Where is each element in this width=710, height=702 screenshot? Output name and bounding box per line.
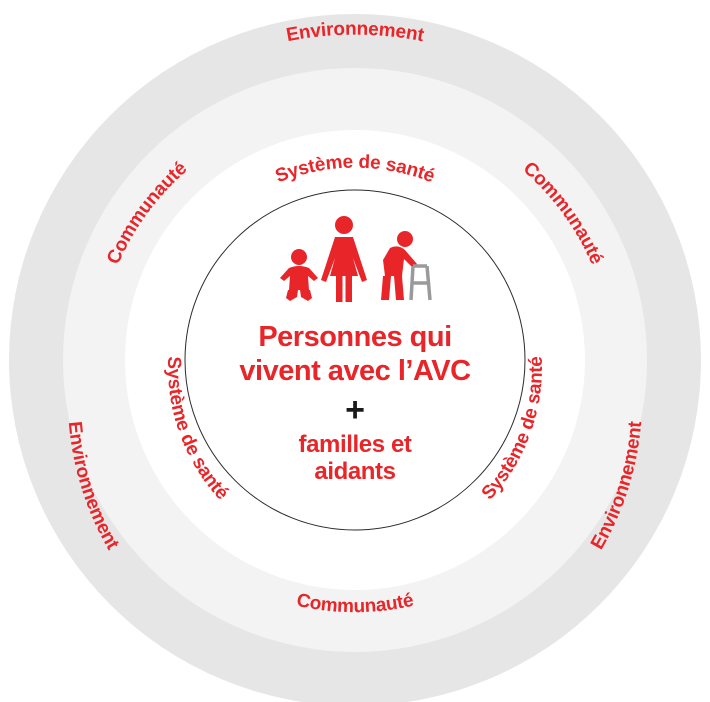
core-circle <box>184 189 526 531</box>
elderly-walker-icon <box>381 231 432 301</box>
title-line-2: vivent avec l’AVC <box>239 355 471 387</box>
woman-icon <box>321 216 367 302</box>
baby-icon <box>280 249 318 301</box>
plus-sign: + <box>345 391 365 429</box>
subtitle-line-2: aidants <box>314 458 395 485</box>
subtitle-line-1: familles et <box>299 431 412 458</box>
title-line-1: Personnes qui <box>258 321 451 353</box>
